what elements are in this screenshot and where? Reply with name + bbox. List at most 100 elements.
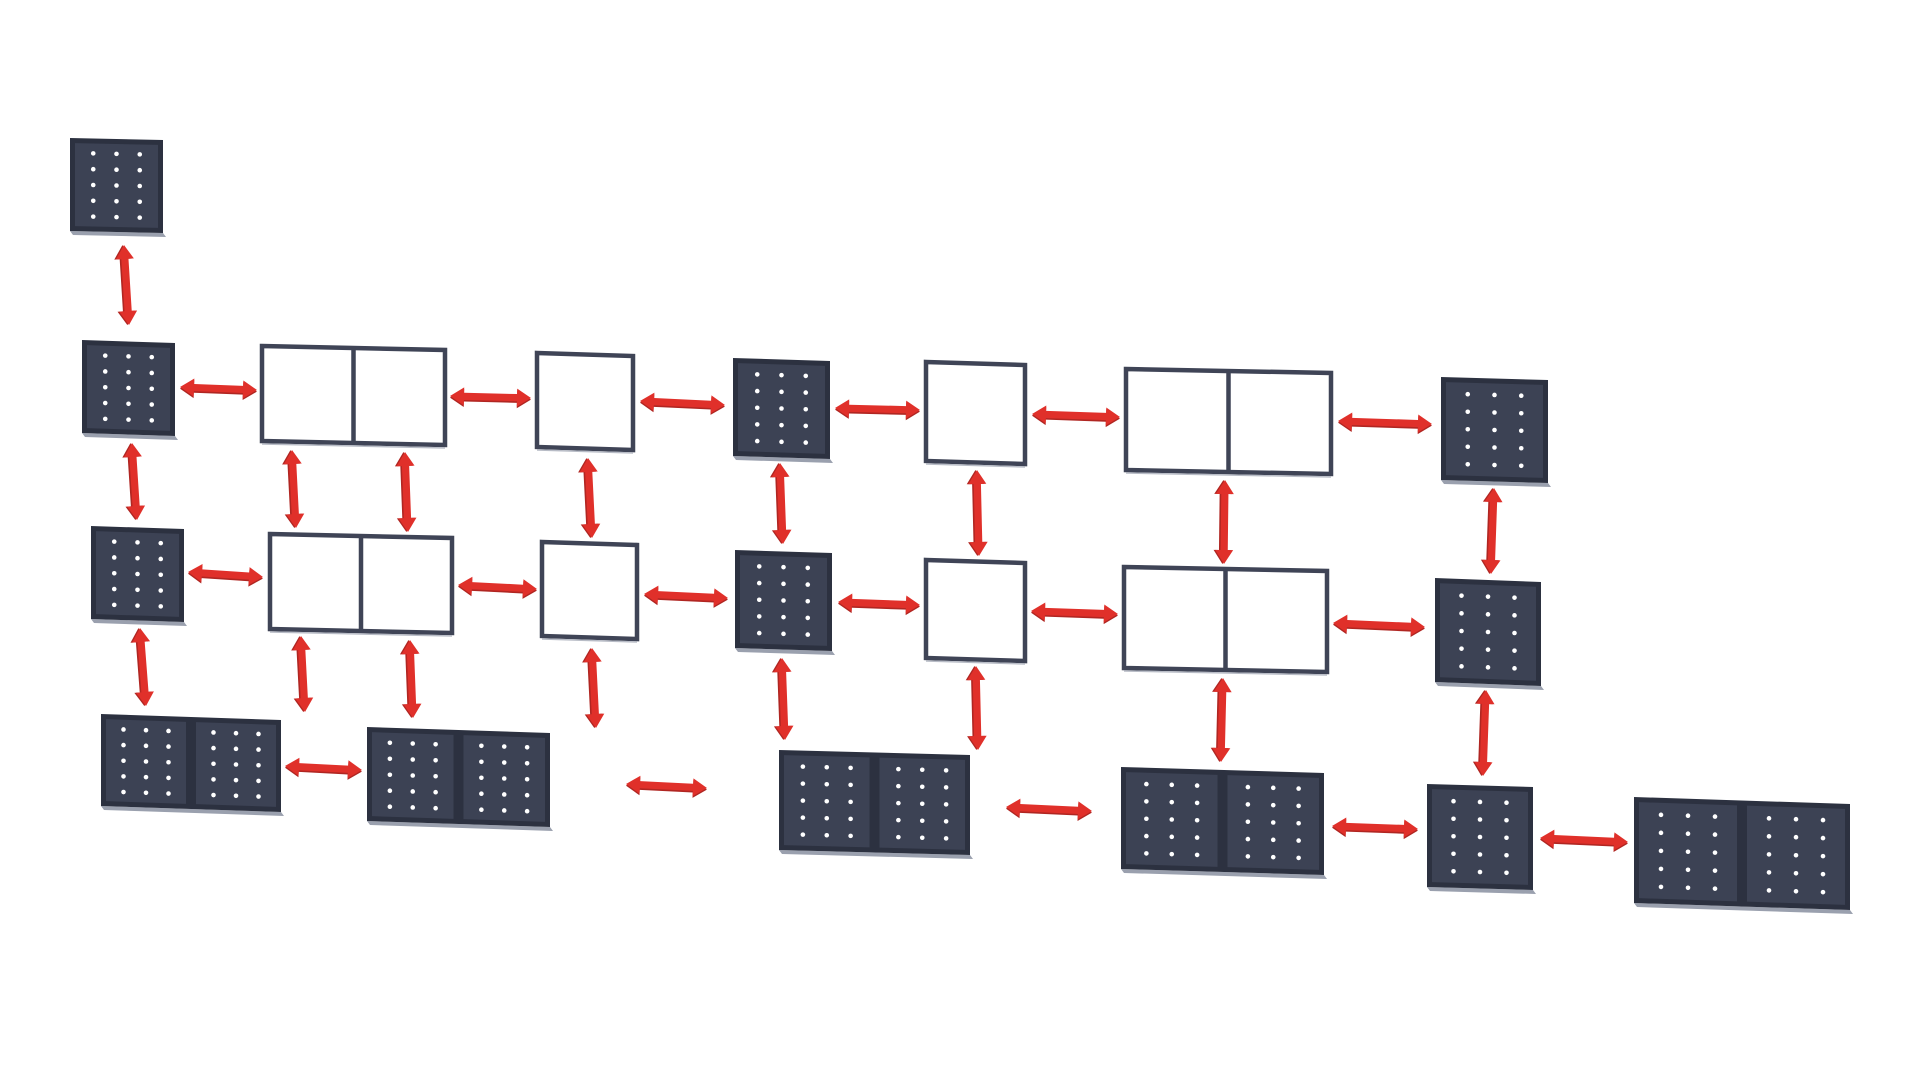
panel-dot bbox=[1766, 870, 1772, 875]
dotted-panel bbox=[91, 526, 187, 626]
dotted-panel bbox=[1634, 797, 1853, 914]
panel-dot bbox=[126, 401, 131, 407]
panel-dot bbox=[848, 765, 853, 771]
double-arrow-connector bbox=[1031, 405, 1120, 428]
panel-dot bbox=[1459, 646, 1464, 651]
panel-dot bbox=[501, 744, 507, 749]
panel-dot bbox=[1194, 817, 1200, 823]
panel-dot bbox=[1477, 852, 1483, 857]
panel-dot bbox=[1793, 888, 1799, 894]
panel-dot bbox=[1504, 817, 1509, 823]
panel-dot bbox=[1477, 817, 1483, 822]
panel-dot bbox=[824, 764, 830, 770]
panel-dot bbox=[943, 768, 949, 773]
panel-dot bbox=[111, 586, 117, 592]
panel-dot bbox=[114, 183, 119, 188]
panel-dot bbox=[1766, 816, 1772, 821]
panel-dot bbox=[1512, 630, 1517, 636]
double-arrow-connector bbox=[1331, 817, 1418, 840]
panel-dot bbox=[121, 789, 126, 795]
panel-dot bbox=[943, 836, 949, 841]
panel-dot bbox=[149, 354, 155, 360]
double-arrow-connector bbox=[1332, 614, 1425, 637]
panel-dot bbox=[1712, 868, 1718, 873]
panel-dot bbox=[756, 630, 762, 636]
panel-dot bbox=[1245, 836, 1251, 842]
panel-dot bbox=[1685, 831, 1691, 837]
panel-dot bbox=[433, 789, 438, 795]
panel-dot bbox=[1658, 848, 1664, 854]
panel-dot bbox=[805, 565, 811, 571]
panel-dot bbox=[800, 781, 806, 786]
panel-dot bbox=[256, 794, 261, 799]
panel-dot bbox=[1451, 816, 1456, 822]
panel-dot bbox=[1270, 802, 1276, 808]
panel-dot bbox=[166, 791, 171, 796]
panel-dot bbox=[1492, 427, 1497, 433]
double-arrow-connector bbox=[187, 563, 264, 587]
panel-dot bbox=[137, 183, 143, 189]
panel-dot bbox=[135, 555, 140, 561]
panel-dot bbox=[158, 556, 164, 562]
double-arrow-connector bbox=[582, 648, 605, 729]
panel-dot bbox=[387, 740, 393, 746]
panel-dot bbox=[1504, 852, 1509, 858]
panel-dot bbox=[1518, 393, 1524, 399]
panel-dot bbox=[1144, 833, 1149, 839]
panel-dot bbox=[149, 386, 155, 392]
panel-dot bbox=[756, 564, 762, 569]
double-arrow-connector bbox=[1472, 689, 1495, 776]
panel-dot bbox=[824, 798, 830, 804]
panel-dot bbox=[1459, 611, 1464, 616]
panel-dot bbox=[1296, 820, 1301, 826]
panel-dot bbox=[756, 597, 762, 603]
panel-dot bbox=[501, 776, 507, 781]
panel-dot bbox=[149, 370, 155, 376]
dotted-panel bbox=[367, 727, 553, 831]
panel-dot bbox=[1485, 665, 1491, 670]
double-arrow-connector bbox=[1480, 487, 1503, 574]
panel-dot bbox=[410, 789, 416, 794]
panel-dot bbox=[896, 817, 901, 823]
panel-dot bbox=[1144, 781, 1149, 787]
panel-dot bbox=[803, 373, 809, 379]
dotted-panel bbox=[70, 138, 166, 237]
double-arrow-connector bbox=[578, 458, 601, 539]
double-arrow-connector bbox=[966, 470, 988, 557]
panel-dot bbox=[102, 353, 108, 358]
panel-dot bbox=[233, 730, 239, 736]
panel-dot bbox=[896, 800, 901, 806]
panel-dot bbox=[1504, 835, 1509, 841]
panel-dot bbox=[135, 571, 140, 577]
panel-dot bbox=[233, 777, 239, 783]
panel-dot bbox=[501, 760, 507, 765]
double-arrow-connector bbox=[1213, 479, 1234, 565]
dotted-panel bbox=[733, 358, 833, 463]
panel-dot bbox=[524, 776, 530, 782]
double-arrow-connector bbox=[114, 245, 138, 326]
panel-dot bbox=[114, 167, 119, 172]
panel-dot bbox=[126, 354, 131, 359]
panel-dot bbox=[943, 802, 949, 807]
panel-dot bbox=[824, 815, 830, 821]
panel-dot bbox=[149, 418, 155, 423]
panel-dot bbox=[1658, 830, 1664, 836]
panel-dot bbox=[1685, 885, 1691, 891]
panel-dot bbox=[111, 539, 117, 544]
panel-dot bbox=[1492, 392, 1497, 398]
panel-dot bbox=[756, 614, 762, 619]
double-arrow-connector bbox=[1030, 602, 1118, 625]
panel-dot bbox=[919, 767, 925, 773]
panel-dot bbox=[848, 782, 853, 788]
panel-dot bbox=[800, 815, 806, 820]
double-arrow-connector bbox=[449, 387, 532, 409]
panel-dot bbox=[1144, 816, 1149, 822]
panel-dot bbox=[1793, 852, 1799, 858]
panel-dot bbox=[896, 766, 901, 772]
panel-dot bbox=[501, 792, 507, 797]
panel-dot bbox=[233, 762, 239, 767]
panel-dot bbox=[779, 422, 784, 428]
panel-dot bbox=[1512, 595, 1517, 600]
panel-dot bbox=[1793, 816, 1799, 822]
panel-dot bbox=[1465, 409, 1471, 415]
